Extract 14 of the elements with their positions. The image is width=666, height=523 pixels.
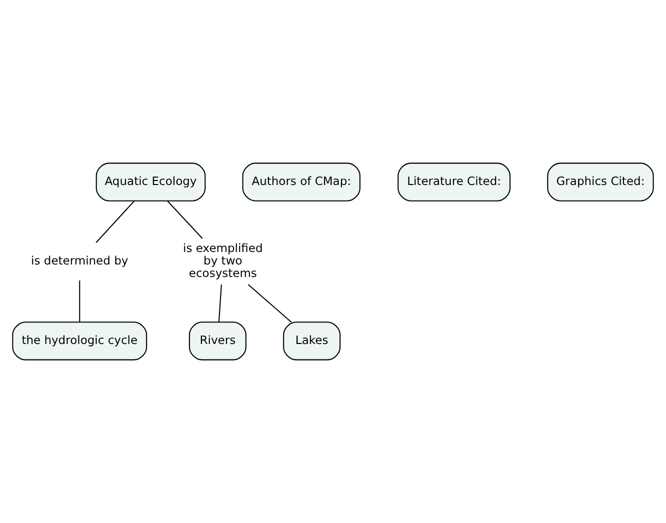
connector — [218, 284, 222, 322]
connector — [248, 284, 292, 322]
node-box: Graphics Cited: — [547, 162, 654, 202]
node-box: Lakes — [283, 322, 341, 360]
node-box: Authors of CMap: — [242, 162, 360, 202]
connector — [167, 200, 203, 239]
node-box: Aquatic Ecology — [96, 162, 206, 202]
node-box: Literature Cited: — [398, 162, 511, 202]
connector — [79, 280, 80, 322]
node-box: Rivers — [188, 322, 246, 360]
node-text: is determined by — [31, 253, 128, 268]
node-text: is exemplified by two ecosystems — [183, 240, 263, 280]
connector — [96, 200, 135, 243]
node-box: the hydrologic cycle — [12, 322, 148, 360]
